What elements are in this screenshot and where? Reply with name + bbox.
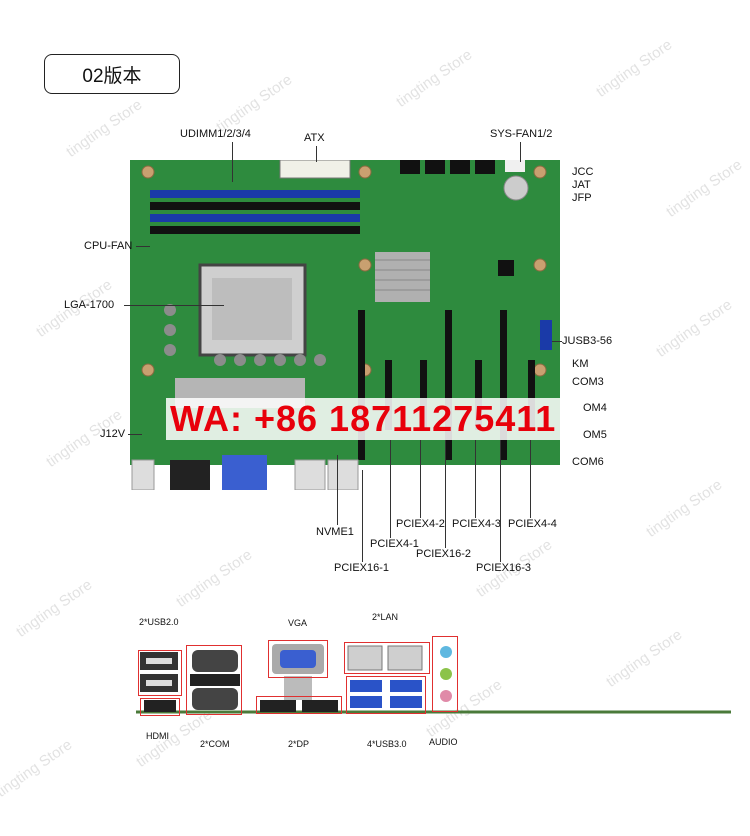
leader-line [530,440,531,518]
label-udimm: UDIMM1/2/3/4 [180,128,251,140]
io-panel-image [136,644,731,714]
label-lga: LGA-1700 [64,299,115,311]
label-pciex4-4: PCIEX4-4 [508,518,557,530]
leader-line [520,142,521,162]
leader-line [362,470,363,562]
watermark: tingting Store [213,71,296,136]
label-usb2: 2*USB2.0 [139,617,179,627]
leader-line [552,341,562,342]
leader-line [316,146,317,162]
label-pciex4-1: PCIEX4-1 [370,538,419,550]
leader-line [136,246,150,247]
watermark: tingting Store [653,296,736,361]
label-usb3: 4*USB3.0 [367,739,407,749]
highlight-lan [344,642,430,674]
leader-line [420,440,421,518]
highlight-audio [432,636,458,712]
leader-line [445,440,446,548]
label-jfp: JFP [572,192,592,204]
highlight-dp [256,696,342,714]
watermark: tingting Store [593,36,676,101]
leader-line [128,434,142,435]
label-com3: COM3 [572,376,604,388]
label-hdmi: HDMI [146,731,169,741]
label-atx: ATX [304,132,325,144]
label-com4: OM4 [583,402,607,414]
label-jcc: JCC [572,166,594,178]
label-pciex16-3: PCIEX16-3 [476,562,532,574]
highlight-vga [268,640,328,678]
label-nvme1: NVME1 [316,526,354,538]
watermark: tingting Store [663,156,746,221]
leader-line [124,305,224,306]
watermark: tingting Store [173,546,256,611]
version-label: 02版本 [44,54,180,94]
highlight-com [186,645,242,715]
watermark: tingting Store [643,476,726,541]
highlight-usb2 [138,650,182,696]
contact-overlay: WA: +86 18711275411 [166,398,561,440]
label-pciex4-3: PCIEX4-3 [452,518,501,530]
watermark: tingting Store [13,576,96,641]
label-jat: JAT [572,179,591,191]
label-cpu-fan: CPU-FAN [84,240,133,252]
watermark: tingting Store [63,96,146,161]
leader-line [337,455,338,525]
label-dp: 2*DP [288,739,310,749]
label-km: KM [572,358,589,370]
label-lan: 2*LAN [372,612,399,622]
highlight-hdmi [140,698,180,716]
label-vga: VGA [288,618,308,628]
label-com5: OM5 [583,429,607,441]
watermark: tingting Store [0,736,76,801]
label-j12v: J12V [100,428,126,440]
watermark: tingting Store [393,46,476,111]
leader-line [390,440,391,538]
label-com: 2*COM [200,739,230,749]
label-sys-fan: SYS-FAN1/2 [490,128,553,140]
label-com6: COM6 [572,456,604,468]
label-pciex16-2: PCIEX16-2 [416,548,472,560]
motherboard-image [130,160,560,490]
highlight-usb3 [346,676,426,714]
label-pciex4-2: PCIEX4-2 [396,518,445,530]
label-pciex16-1: PCIEX16-1 [334,562,390,574]
leader-line [500,440,501,562]
label-jusb3: JUSB3-56 [562,335,613,347]
label-audio: AUDIO [429,737,458,747]
leader-line [232,142,233,182]
leader-line [475,440,476,518]
